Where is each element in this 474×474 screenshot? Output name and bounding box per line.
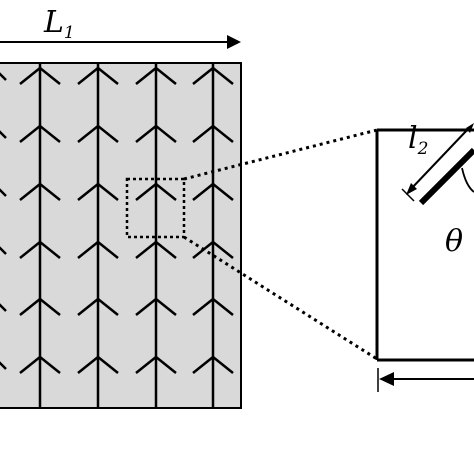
pattern-chevron-arm (19, 356, 41, 374)
pattern-chevron-arm (212, 356, 234, 374)
pattern-chevron-arm (39, 183, 61, 201)
pattern-chevron-arm (192, 356, 214, 374)
pattern-chevron-arm (39, 298, 61, 316)
pattern-chevron-arm (155, 298, 177, 316)
pattern-chevron-arm (39, 356, 61, 374)
pattern-chevron-arm (192, 67, 214, 85)
pattern-chevron-arm (97, 183, 119, 201)
zoom-connector-top (183, 128, 378, 181)
pattern-chevron-arm (97, 67, 119, 85)
pattern-chevron-arm (155, 356, 177, 374)
detail-view: l2 θ (375, 121, 474, 392)
pattern-chevron-arm (97, 298, 119, 316)
pattern-chevron-arm (212, 241, 234, 259)
dimension-l2-tick (401, 188, 415, 202)
pattern-chevron-arm (192, 183, 214, 201)
pattern-chevron-arm (19, 67, 41, 85)
zoom-connector-bottom (183, 235, 378, 361)
pattern-chevron-arm (77, 183, 99, 201)
pattern-chevron-arm (135, 67, 157, 85)
pattern-chevron-arm (19, 241, 41, 259)
pattern-chevron-arm (155, 67, 177, 85)
pattern-chevron-arm-partial (0, 361, 7, 370)
dimension-l2-arrowhead (406, 183, 417, 195)
pattern-chevron-arm (192, 298, 214, 316)
pattern-chevron-arm (212, 298, 234, 316)
dimension-L1-arrowhead (227, 35, 241, 49)
pattern-chevron-arm (212, 125, 234, 143)
dimension-l2-arrowhead-top (466, 123, 474, 133)
pattern-chevron-arm (97, 356, 119, 374)
pattern-chevron-arm (135, 356, 157, 374)
dimension-l2-label: l2 (408, 121, 428, 159)
pattern-chevron-arm (212, 67, 234, 85)
pattern-chevron-arm-partial (0, 188, 7, 197)
pattern-chevron-arm (39, 125, 61, 143)
pattern-chevron-arm (135, 298, 157, 316)
angle-theta-label: θ (445, 224, 463, 259)
dimension-L1-label: L1 (43, 5, 75, 43)
pattern-chevron-arm (212, 183, 234, 201)
detail-bar (418, 147, 474, 206)
pattern-chevron-arm (155, 241, 177, 259)
panel (0, 62, 242, 409)
pattern-chevron-arm-partial (0, 246, 7, 255)
dimension-l2-line (409, 127, 470, 191)
pattern-chevron-arm (97, 125, 119, 143)
pattern-chevron-arm-partial (0, 130, 7, 139)
pattern-chevron-arm (97, 241, 119, 259)
pattern-chevron-arm (192, 125, 214, 143)
pattern-chevron-arm-partial (0, 72, 7, 81)
pattern-chevron-arm (77, 241, 99, 259)
pattern-chevron-arm (39, 67, 61, 85)
pattern-chevron-arm (77, 125, 99, 143)
pattern-chevron-arm (19, 298, 41, 316)
pattern-chevron-arm (135, 241, 157, 259)
pattern-chevron-arm (155, 183, 177, 201)
pattern-chevron-arm (77, 356, 99, 374)
zoom-box (125, 177, 186, 239)
pattern-chevron-arm (19, 125, 41, 143)
pattern-chevron-arm (135, 125, 157, 143)
dimension-L1: L1 (0, 5, 241, 49)
pattern-chevron-arm (77, 298, 99, 316)
pattern-chevron-arm-partial (0, 303, 7, 312)
pattern-chevron-arm (39, 241, 61, 259)
detail-dimension-arrowhead (379, 372, 394, 386)
angle-arc (461, 167, 474, 193)
pattern-chevron-arm (77, 67, 99, 85)
pattern-chevron-arm (155, 125, 177, 143)
pattern-chevron-arm (19, 183, 41, 201)
pattern-chevron-arm (135, 183, 157, 201)
arrow-pattern (0, 64, 234, 408)
